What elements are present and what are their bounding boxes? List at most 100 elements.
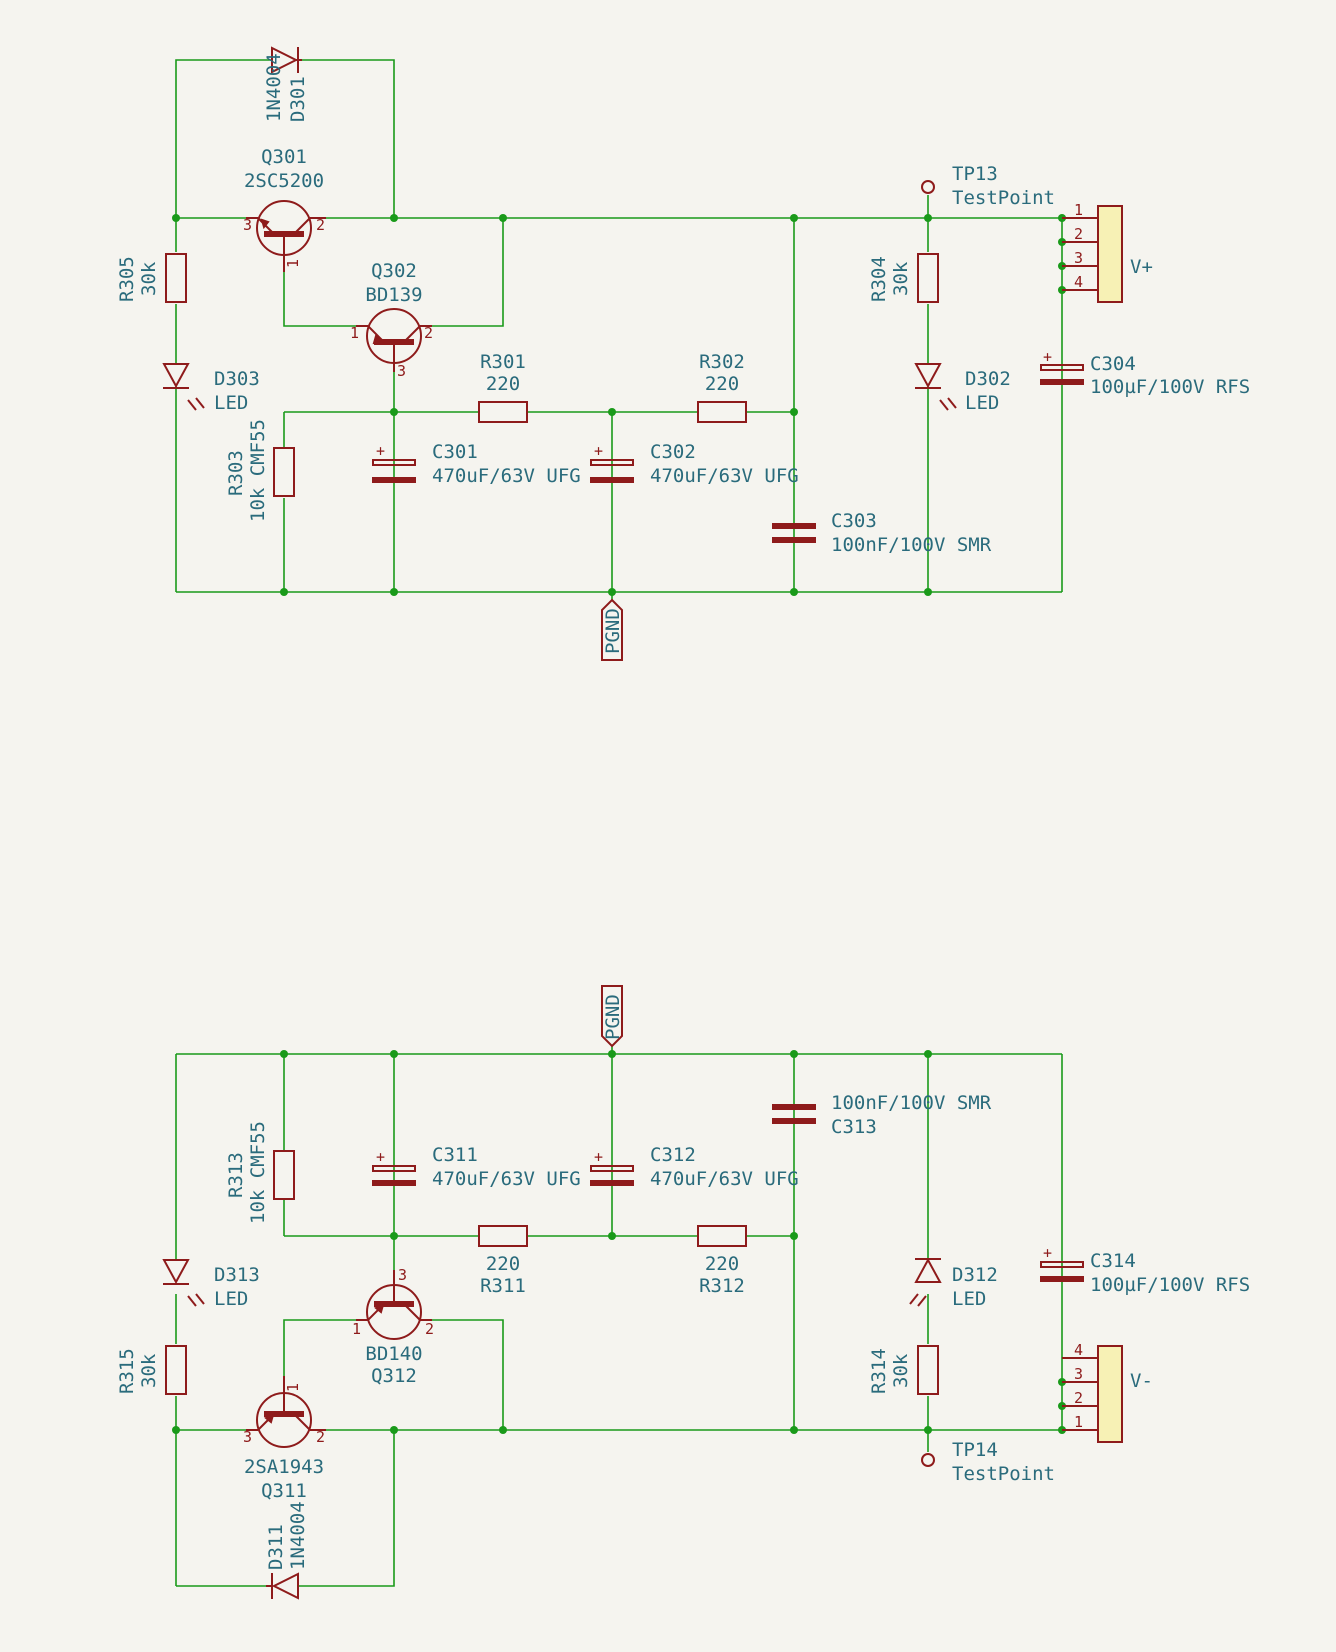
d313-ref: D313: [214, 1264, 260, 1286]
r315-value: 30k: [138, 1353, 160, 1388]
q301-pin-1: 1: [284, 259, 302, 268]
testpoint-tp14: TP14 TestPoint: [921, 1439, 1055, 1485]
c303-ref: C303: [831, 510, 877, 532]
q301-ref: Q301: [261, 146, 307, 168]
r313-ref: R313: [225, 1152, 247, 1198]
vplus-label: V+: [1130, 256, 1153, 278]
q311-ref: Q311: [261, 1480, 307, 1502]
resistor-r312: 220 R312: [697, 1225, 747, 1297]
capacitor-c303: C303 100nF/100V SMR: [772, 510, 992, 556]
r304-ref: R304: [868, 256, 890, 302]
r304-value: 30k: [890, 261, 912, 296]
r314-value: 30k: [890, 1353, 912, 1388]
pgnd-label-upper: PGND: [601, 598, 624, 661]
c313-ref: C313: [831, 1116, 877, 1138]
tp13-value: TestPoint: [952, 187, 1055, 209]
c312-value: 470uF/63V UFG: [650, 1168, 799, 1190]
led-d312: D312 LED: [909, 1257, 998, 1310]
diode-d301: 1N4004 D301: [263, 46, 309, 122]
upper-wires: [175, 59, 1063, 600]
d313-value: LED: [214, 1288, 248, 1310]
q301-value: 2SC5200: [244, 170, 324, 192]
c304-plus: +: [1043, 348, 1052, 366]
q312-pin-3: 3: [398, 1266, 407, 1284]
connector-vminus: 4 3 2 1 V-: [1062, 1341, 1153, 1443]
upper-circuit: 1N4004 D301 3 2 1 Q301 2SC5200 1 2 3 Q30…: [116, 46, 1250, 661]
q301-pin-3: 3: [243, 216, 252, 234]
d311-ref: D311: [265, 1524, 287, 1570]
capacitor-c304: + C304 100µF/100V RFS: [1040, 348, 1250, 398]
c301-value: 470uF/63V UFG: [432, 465, 581, 487]
d311-value: 1N4004: [287, 1501, 309, 1570]
lower-circuit: PGND R313 10k CMF55 + C311 470uF/63V UFG…: [116, 985, 1250, 1600]
r312-value: 220: [705, 1253, 739, 1275]
lower-junctions: [172, 1050, 1066, 1434]
resistor-r302: R302 220: [697, 351, 747, 423]
q311-pin-3: 3: [243, 1428, 252, 1446]
d312-ref: D312: [952, 1264, 998, 1286]
vminus-pin-4: 4: [1074, 1341, 1083, 1359]
led-d302: D302 LED: [914, 363, 1011, 414]
tp14-ref: TP14: [952, 1439, 998, 1461]
pgnd-lower-text: PGND: [602, 994, 624, 1040]
c302-value: 470uF/63V UFG: [650, 465, 799, 487]
vminus-pin-3: 3: [1074, 1365, 1083, 1383]
capacitor-c313: 100nF/100V SMR C313: [772, 1092, 992, 1138]
capacitor-c302: + C302 470uF/63V UFG: [590, 441, 799, 487]
resistor-r305: R305 30k: [116, 253, 187, 303]
transistor-q311: 1 3 2 2SA1943 Q311: [243, 1376, 326, 1502]
c302-plus: +: [594, 442, 603, 460]
vminus-label: V-: [1130, 1370, 1153, 1392]
r305-value: 30k: [138, 261, 160, 296]
r303-value: 10k CMF55: [247, 419, 269, 522]
r312-ref: R312: [699, 1275, 745, 1297]
transistor-q312: 3 1 2 BD140 Q312: [352, 1266, 434, 1387]
r302-value: 220: [705, 373, 739, 395]
r301-value: 220: [486, 373, 520, 395]
q312-value: BD140: [365, 1343, 422, 1365]
capacitor-c301: + C301 470uF/63V UFG: [372, 441, 581, 487]
q311-pin-2: 2: [316, 1428, 325, 1446]
c314-value: 100µF/100V RFS: [1090, 1274, 1250, 1296]
c312-ref: C312: [650, 1144, 696, 1166]
q312-ref: Q312: [371, 1365, 417, 1387]
d302-ref: D302: [965, 368, 1011, 390]
q311-pin-1: 1: [284, 1383, 302, 1392]
resistor-r304: R304 30k: [868, 253, 939, 303]
vminus-pin-1: 1: [1074, 1413, 1083, 1431]
q302-ref: Q302: [371, 260, 417, 282]
d301-value: 1N4004: [263, 53, 285, 122]
capacitor-c312: + C312 470uF/63V UFG: [590, 1144, 799, 1190]
c314-ref: C314: [1090, 1250, 1136, 1272]
d303-ref: D303: [214, 368, 260, 390]
c304-ref: C304: [1090, 353, 1136, 375]
resistor-r301: R301 220: [478, 351, 528, 423]
q302-value: BD139: [365, 284, 422, 306]
transistor-q302: 1 2 3 Q302 BD139: [350, 260, 433, 380]
vplus-pin-1: 1: [1074, 201, 1083, 219]
c312-plus: +: [594, 1148, 603, 1166]
r305-ref: R305: [116, 256, 138, 302]
led-d313: D313 LED: [162, 1259, 260, 1310]
q302-pin-2: 2: [424, 324, 433, 342]
tp13-ref: TP13: [952, 163, 998, 185]
capacitor-c314: + C314 100µF/100V RFS: [1040, 1244, 1250, 1296]
c301-plus: +: [376, 442, 385, 460]
c301-ref: C301: [432, 441, 478, 463]
c313-value: 100nF/100V SMR: [831, 1092, 992, 1114]
led-d303: D303 LED: [162, 363, 260, 414]
pgnd-upper-text: PGND: [602, 608, 624, 654]
q301-pin-2: 2: [316, 216, 325, 234]
tp14-value: TestPoint: [952, 1463, 1055, 1485]
r313-value: 10k CMF55: [247, 1121, 269, 1224]
q311-value: 2SA1943: [244, 1456, 324, 1478]
capacitor-c311: + C311 470uF/63V UFG: [372, 1144, 581, 1190]
q312-pin-1: 1: [352, 1320, 361, 1338]
vplus-pin-4: 4: [1074, 273, 1083, 291]
c314-plus: +: [1043, 1244, 1052, 1262]
r303-ref: R303: [225, 450, 247, 496]
vplus-pin-3: 3: [1074, 249, 1083, 267]
c304-value: 100µF/100V RFS: [1090, 376, 1250, 398]
c302-ref: C302: [650, 441, 696, 463]
